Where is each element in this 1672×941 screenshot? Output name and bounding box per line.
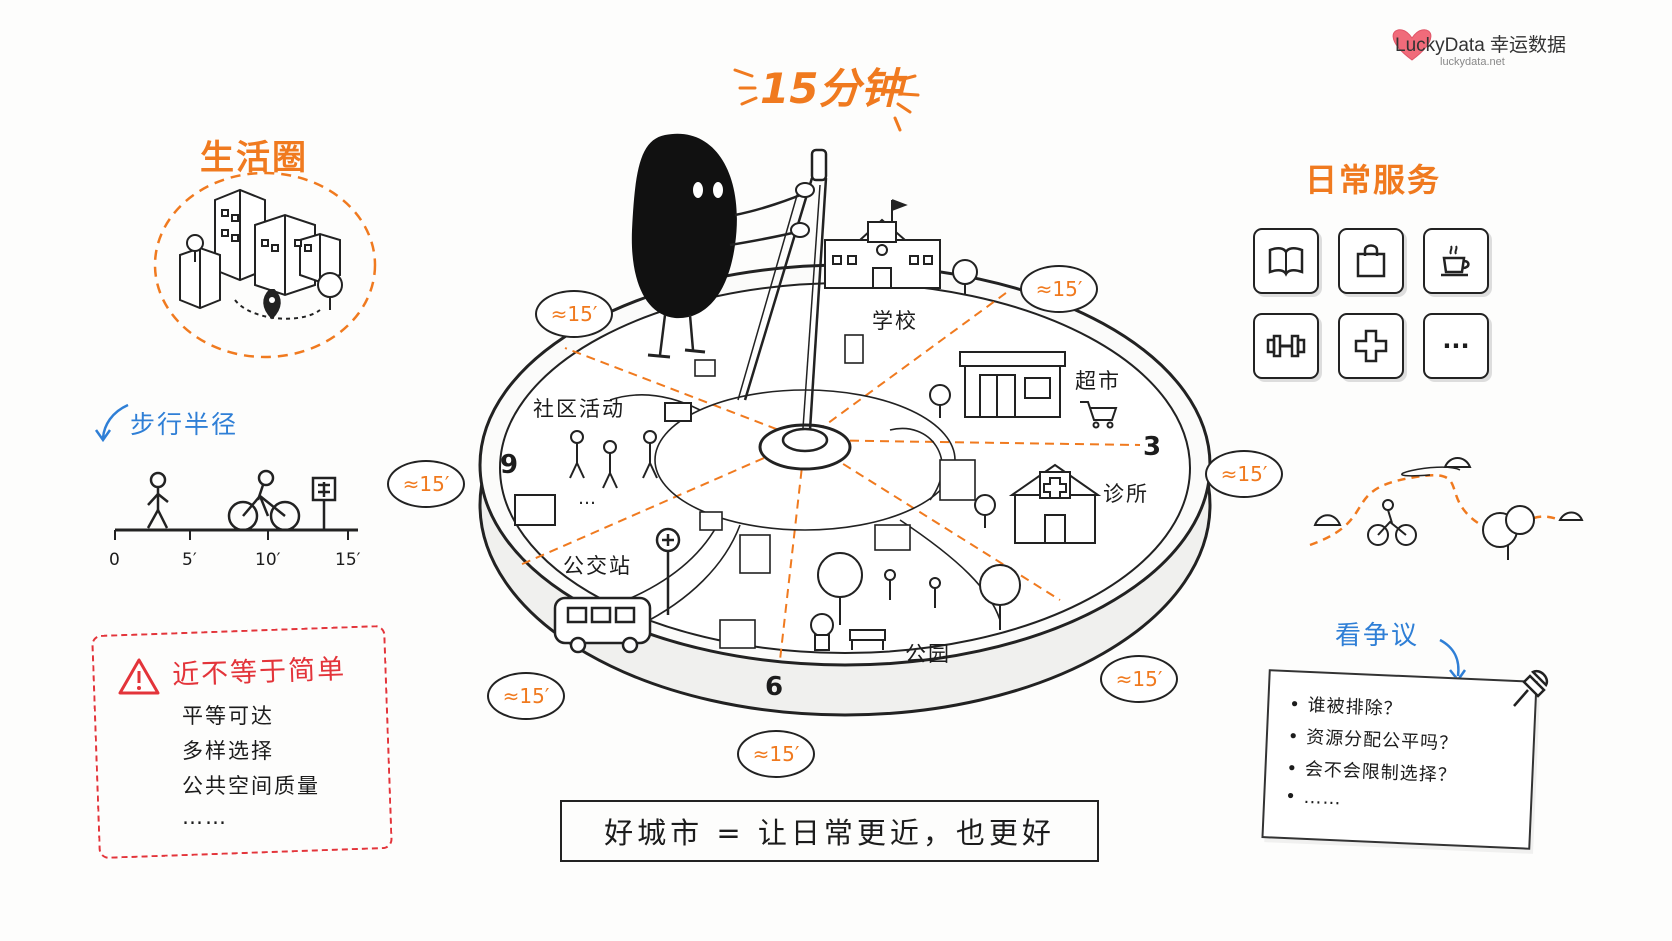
time-badge: ≈15′ [1020, 265, 1098, 313]
coffee-cup-icon [1441, 245, 1470, 277]
warning-title: 近不等于简单 [171, 653, 347, 692]
segment-clinic: 诊所 [1103, 482, 1149, 506]
daily-services-title: 日常服务 [1305, 161, 1442, 199]
heart-logo-icon [1392, 29, 1432, 61]
dumbbell-icon [1266, 334, 1306, 358]
more-icon: ··· [1442, 332, 1470, 360]
warning-triangle-icon [118, 658, 160, 695]
walking-radius-label: 步行半径 [130, 410, 239, 439]
compass-icon [737, 148, 828, 431]
shopping-cart-icon [1080, 401, 1118, 429]
dial-number-3: 3 [1143, 432, 1162, 462]
segment-community: 社区活动 [533, 397, 625, 421]
service-book [1253, 228, 1319, 294]
small-houses [694, 334, 976, 649]
life-circle-label: 生活圈 [200, 138, 308, 178]
service-shopping [1338, 228, 1404, 294]
service-cafe [1423, 228, 1489, 294]
supermarket-icon [929, 351, 1066, 418]
park-trees-icon [810, 552, 1021, 651]
warning-item: 多样选择 [182, 739, 274, 763]
segment-school: 学校 [872, 309, 918, 333]
warning-item: …… [182, 805, 228, 829]
bean-character-icon [631, 133, 815, 359]
time-badge: ≈15′ [737, 730, 815, 778]
controversy-title: 看争议 [1335, 621, 1420, 651]
service-gym [1253, 313, 1319, 379]
controversy-item: • …… [1284, 786, 1343, 810]
pushpin-icon [1513, 669, 1549, 707]
conclusion-box: 好城市 = 让日常更近，也更好 [560, 800, 1099, 862]
controversy-item: • 资源分配公平吗？ [1287, 726, 1459, 755]
time-badge: ≈15′ [1100, 655, 1178, 703]
segment-bus-stop: 公交站 [563, 554, 632, 578]
bus-icon [553, 527, 681, 654]
segment-park: 公园 [905, 642, 951, 666]
time-badge: ≈15′ [487, 672, 565, 720]
cyclist-icon [227, 469, 301, 532]
controversy-note: • 谁被排除？ • 资源分配公平吗？ • 会不会限制选择？ • …… [1261, 669, 1538, 850]
bus-stop-sign-icon [311, 476, 337, 530]
warning-item: 公共空间质量 [182, 774, 320, 798]
school-building-icon [824, 199, 978, 295]
city-buildings-icon [179, 188, 343, 320]
warning-item: 平等可达 [182, 704, 274, 728]
compass-hub-icon [758, 423, 852, 471]
brand-site[interactable]: luckydata.net [1440, 56, 1505, 68]
shopping-bag-icon [1356, 244, 1386, 278]
community-people-icon [514, 402, 692, 526]
time-badge: ≈15′ [535, 290, 613, 338]
time-badge: ≈15′ [387, 460, 465, 508]
dial-number-9: 9 [500, 450, 519, 480]
controversy-item: • 谁被排除？ [1288, 694, 1403, 721]
segment-supermarket: 超市 [1075, 369, 1121, 393]
book-icon [1268, 247, 1304, 277]
sector-dividers [519, 289, 1141, 661]
dial-number-6: 6 [765, 672, 784, 702]
medical-cross-icon [1354, 329, 1388, 363]
walking-person-icon [146, 471, 169, 529]
service-medical [1338, 313, 1404, 379]
scale-tick-10: 10′ [255, 550, 281, 570]
clinic-building-icon [974, 463, 1102, 544]
scale-tick-15: 15′ [335, 550, 361, 570]
cycling-path-scene [1309, 457, 1584, 560]
controversy-item: • 会不会限制选择？ [1286, 758, 1458, 787]
brand-logo[interactable]: LuckyData 幸运数据 [1395, 35, 1567, 56]
community-ellipsis: … [578, 488, 596, 509]
service-more: ··· [1423, 313, 1489, 379]
scale-tick-0: 0 [109, 550, 120, 570]
time-badge: ≈15′ [1205, 450, 1283, 498]
sparkle-icon [733, 68, 920, 132]
scale-tick-5: 5′ [182, 550, 197, 570]
page-title: 15分钟 [760, 64, 903, 113]
